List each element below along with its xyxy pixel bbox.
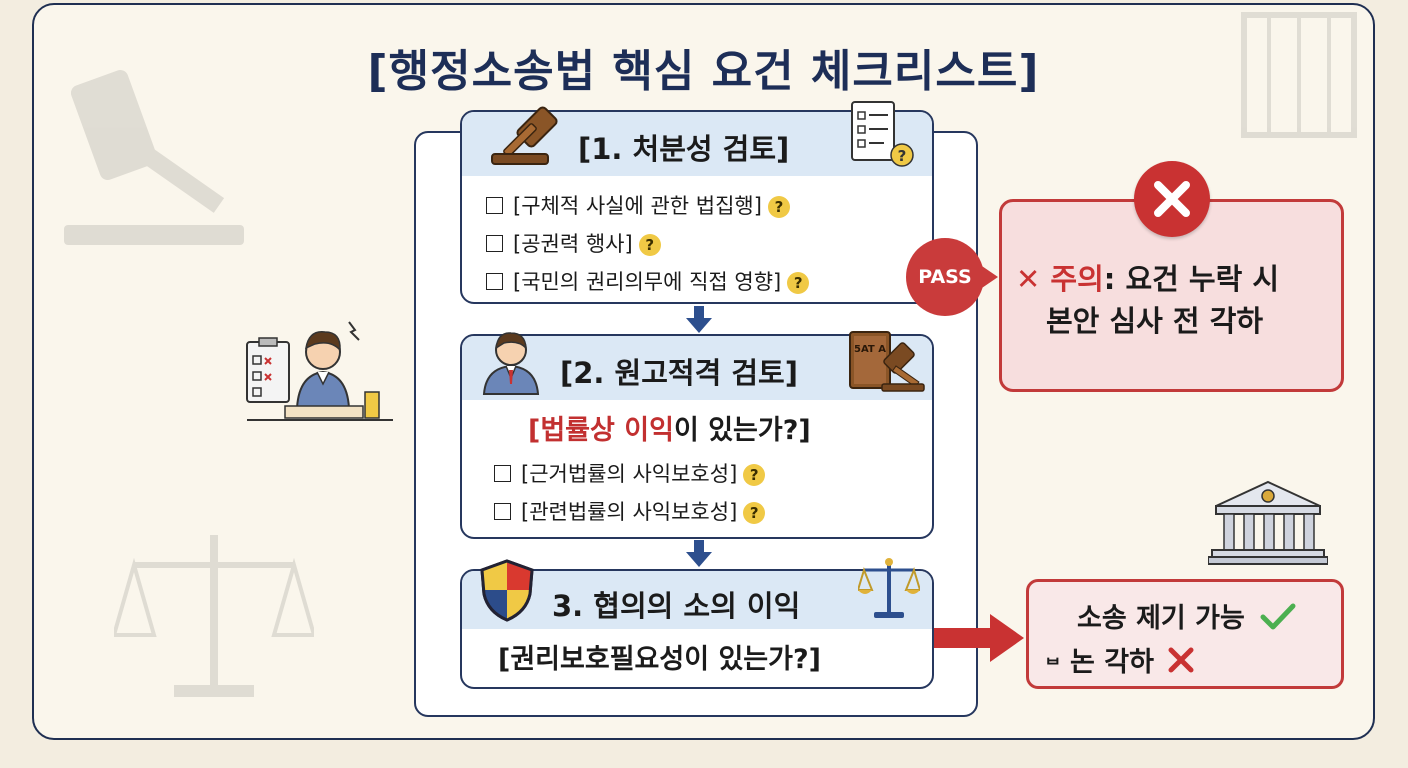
result-prefix: ᄇ [1045, 656, 1061, 676]
step1-item-label: [공권력 행사] [513, 232, 633, 256]
checkbox-icon[interactable] [486, 273, 503, 290]
checkmark-icon [1260, 603, 1296, 630]
arrow-down-icon [686, 306, 712, 333]
warning-line2: 본안 심사 전 각하 [1046, 304, 1264, 338]
student-studying-icon [246, 321, 393, 421]
checkbox-icon[interactable] [494, 503, 511, 520]
pass-badge: PASS [906, 238, 984, 316]
question-icon: ? [743, 502, 766, 524]
checklist-document-icon: ? [851, 101, 914, 167]
step1-item: [국민의 권리의무에 직접 영향]? [486, 266, 810, 296]
question-icon: ? [743, 464, 766, 486]
cross-icon [1168, 647, 1194, 673]
step2-title: [2. 원고적격 검토] [560, 356, 798, 390]
step2-question: [법률상 이익이 있는가?] [528, 408, 811, 447]
checkbox-icon[interactable] [486, 235, 503, 252]
question-icon: ? [767, 196, 790, 218]
person-avatar-icon [482, 332, 540, 395]
shield-icon [480, 559, 534, 622]
step3-card: 3. 협의의 소의 이익 [권리보호필요성이 있는가?] [460, 569, 934, 689]
step3-header [462, 571, 932, 629]
step1-item-label: [국민의 권리의무에 직접 영향] [513, 270, 782, 294]
page-title: [행정소송법 핵심 요건 체크리스트] [367, 46, 1040, 97]
result-box: 소송 제기 가능 ᄇ 논 각하 [1026, 579, 1344, 689]
step1-item: [공권력 행사]? [486, 228, 661, 258]
warning-x-icon: ✕ [1016, 262, 1051, 296]
question-icon: ? [638, 234, 661, 256]
arrow-down-icon [686, 540, 712, 567]
pillar-background-icon [1241, 12, 1357, 138]
step2-item: [근거법률의 사익보호성]? [494, 458, 766, 488]
result-dismiss-text: 논 각하 [1070, 647, 1154, 678]
courthouse-icon [1208, 480, 1328, 565]
result-line2: ᄇ 논 각하 [1045, 640, 1195, 679]
book-label: 5AT A [854, 344, 886, 355]
gavel-background-icon [64, 70, 244, 245]
step1-title: [1. 처분성 검토] [578, 132, 790, 166]
warning-keyword: 주의 [1050, 262, 1104, 296]
checkbox-icon[interactable] [494, 465, 511, 482]
step2-question-rest: 이 있는가?] [673, 415, 811, 446]
gavel-icon [491, 106, 558, 165]
warning-line1: ✕ 주의: 요건 누락 시 [1016, 256, 1279, 298]
step2-item: [관련법률의 사익보호성]? [494, 496, 766, 526]
scales-of-justice-icon [858, 558, 920, 618]
pass-arrow-icon [976, 262, 998, 292]
legal-interest-highlight: [법률상 이익 [528, 415, 674, 446]
step3-question: [권리보호필요성이 있는가?] [498, 644, 821, 675]
svg-text:?: ? [898, 147, 907, 165]
step1-item: [구체적 사실에 관한 법집행]? [486, 190, 790, 220]
close-icon [1154, 181, 1190, 217]
result-possible-text: 소송 제기 가능 [1077, 603, 1245, 634]
step2-item-label: [관련법률의 사익보호성] [521, 500, 738, 524]
warning-line1-text: : 요건 누락 시 [1103, 262, 1280, 296]
step2-item-label: [근거법률의 사익보호성] [521, 462, 738, 486]
step1-item-label: [구체적 사실에 관한 법집행] [513, 194, 762, 218]
result-arrow-icon [934, 614, 1024, 662]
result-line1: 소송 제기 가능 [1077, 596, 1296, 635]
reject-x-icon [1134, 161, 1210, 237]
question-icon: ? [787, 272, 810, 294]
law-book-gavel-icon: 5AT A [849, 331, 925, 392]
scales-background-icon [114, 535, 314, 697]
step3-title: 3. 협의의 소의 이익 [552, 589, 801, 623]
checkbox-icon[interactable] [486, 197, 503, 214]
